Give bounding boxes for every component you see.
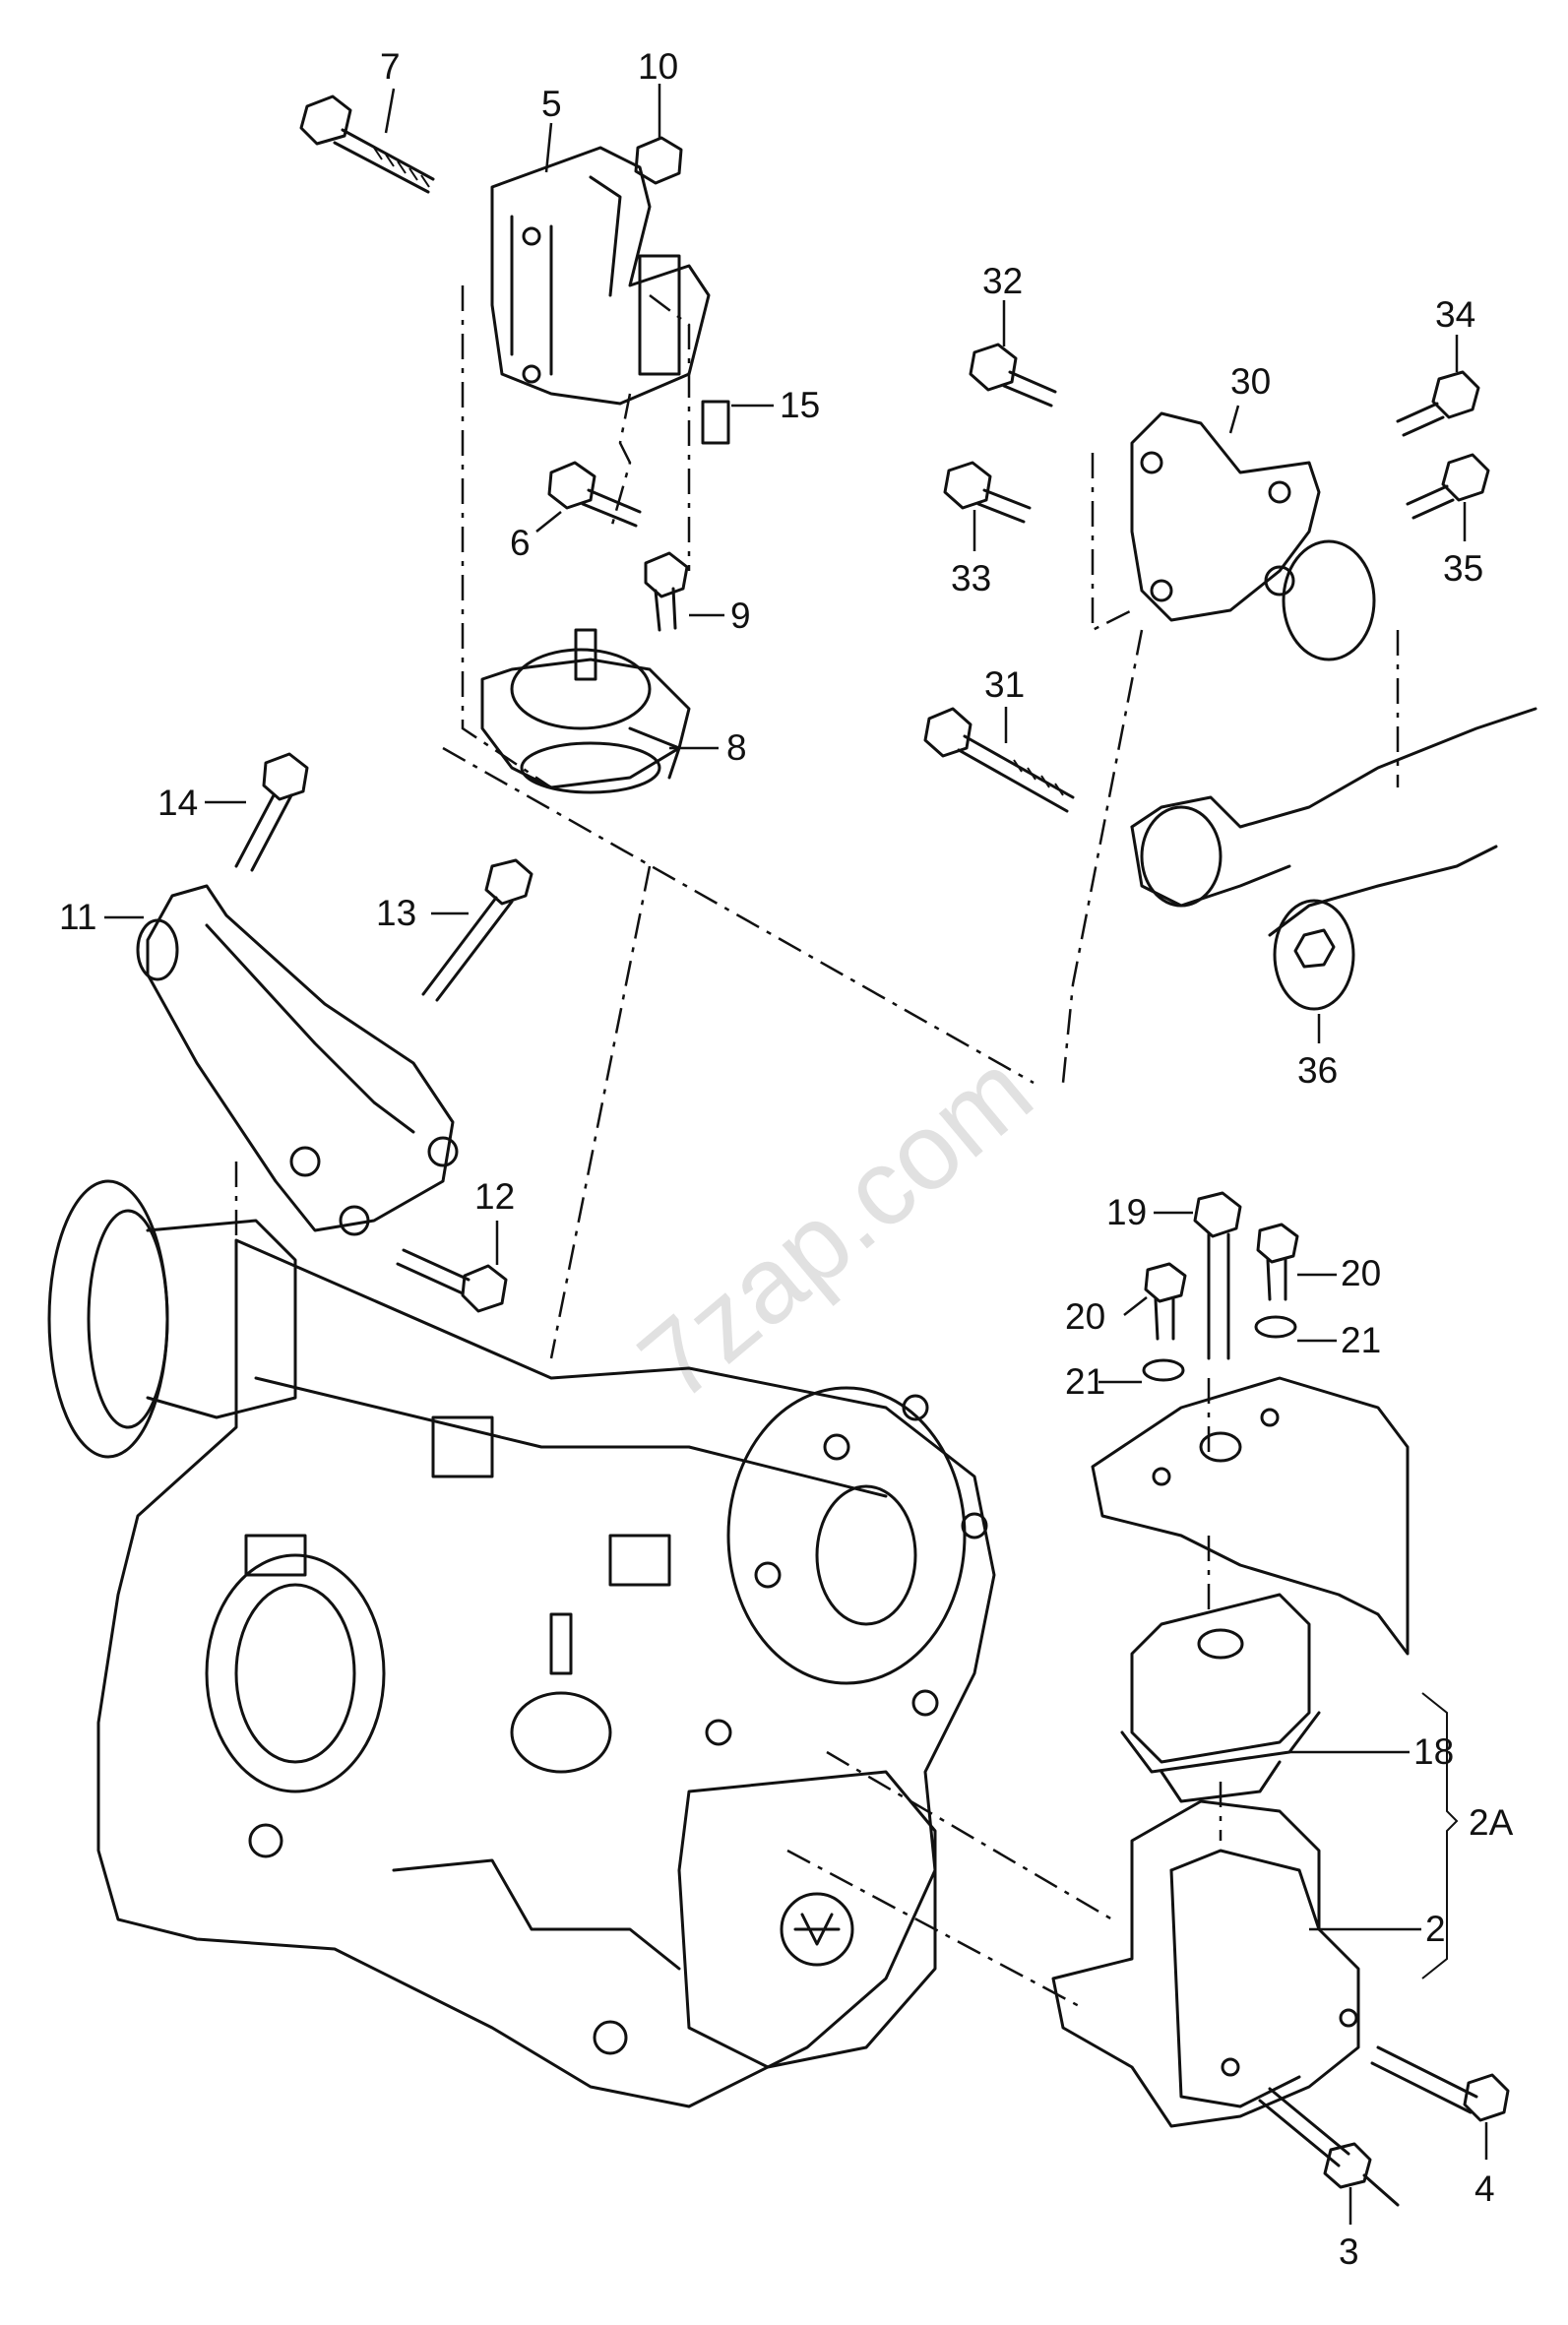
- bolt-7-drawing: [299, 94, 435, 194]
- callout-35: 35: [1443, 548, 1483, 589]
- bolt-35-drawing: [1406, 453, 1490, 520]
- callout-32: 32: [982, 261, 1023, 301]
- callout-11: 11: [59, 897, 96, 937]
- group-2a-bracket: [1421, 1692, 1459, 1979]
- bolt-6-drawing: [547, 461, 642, 528]
- callout-15: 15: [780, 385, 820, 425]
- bolt-14-drawing: [234, 752, 309, 872]
- callout-31: 31: [984, 664, 1025, 705]
- callout-8: 8: [726, 727, 747, 768]
- callout-20b: 20: [1065, 1296, 1105, 1337]
- callout-20a: 20: [1341, 1253, 1381, 1293]
- washer-21-left-drawing: [1142, 1358, 1185, 1382]
- bolt-32-drawing: [969, 343, 1057, 408]
- callout-33: 33: [951, 558, 991, 598]
- right-mount-bracket-assembly: [923, 343, 1537, 1084]
- engine-mount-8-drawing: [480, 628, 691, 794]
- lower-right-mount-assembly: [1051, 1191, 1510, 2207]
- callout-13: 13: [376, 893, 416, 933]
- bolt-33-drawing: [943, 461, 1032, 524]
- callout-4: 4: [1474, 2168, 1495, 2209]
- watermark: 7zap.com: [617, 1030, 1054, 1424]
- bolt-3-drawing: [1258, 2087, 1400, 2207]
- callout-19: 19: [1106, 1192, 1147, 1232]
- bracket-11-drawing: [136, 884, 459, 1236]
- callout-34: 34: [1435, 294, 1475, 335]
- callout-21b: 21: [1065, 1361, 1105, 1402]
- bolt-9-drawing: [644, 551, 689, 632]
- callout-36: 36: [1297, 1050, 1338, 1091]
- washer-21-right-drawing: [1254, 1315, 1297, 1339]
- callout-12: 12: [474, 1176, 515, 1217]
- callout-6: 6: [510, 523, 531, 563]
- callout-labels: 7 5 10 15 6 9 8 32 30 34 33 35 31 36 14 …: [59, 46, 1514, 2272]
- bolt-12-drawing: [396, 1248, 508, 1313]
- callout-2A: 2A: [1469, 1802, 1514, 1843]
- callout-9: 9: [730, 596, 751, 636]
- bolt-34-drawing: [1396, 370, 1480, 437]
- callout-21a: 21: [1341, 1320, 1381, 1360]
- callout-14: 14: [157, 783, 198, 823]
- bolt-31-drawing: [923, 707, 1075, 813]
- callout-2: 2: [1425, 1909, 1446, 1949]
- upper-mount-bracket-assembly: [299, 94, 730, 794]
- bracket-30-drawing: [1130, 411, 1376, 661]
- engine-arm-36-drawing: [1130, 707, 1537, 1011]
- callout-3: 3: [1339, 2231, 1359, 2272]
- rubber-mount-18-drawing: [1120, 1593, 1321, 1803]
- clip-15-drawing: [701, 400, 730, 445]
- callout-18: 18: [1413, 1731, 1454, 1772]
- bolt-20-right-drawing: [1256, 1223, 1299, 1301]
- callout-5: 5: [541, 84, 562, 124]
- bolt-13-drawing: [421, 858, 533, 1002]
- callout-10: 10: [638, 46, 678, 87]
- bolt-4-drawing: [1370, 2045, 1510, 2122]
- bolt-20-left-drawing: [1144, 1262, 1187, 1341]
- upper-mount-plate-drawing: [1091, 1376, 1410, 1656]
- bracket-5-drawing: [490, 146, 711, 406]
- callout-7: 7: [380, 46, 401, 87]
- bolt-19-drawing: [1193, 1191, 1242, 1360]
- callout-30: 30: [1230, 361, 1271, 402]
- nut-10-drawing: [634, 136, 683, 185]
- bracket-2-drawing: [1051, 1799, 1360, 2128]
- left-mount-bracket-assembly: [136, 746, 1035, 1359]
- leader-lines: [104, 84, 1488, 2225]
- gearbox-housing-drawing: [47, 1179, 1113, 2108]
